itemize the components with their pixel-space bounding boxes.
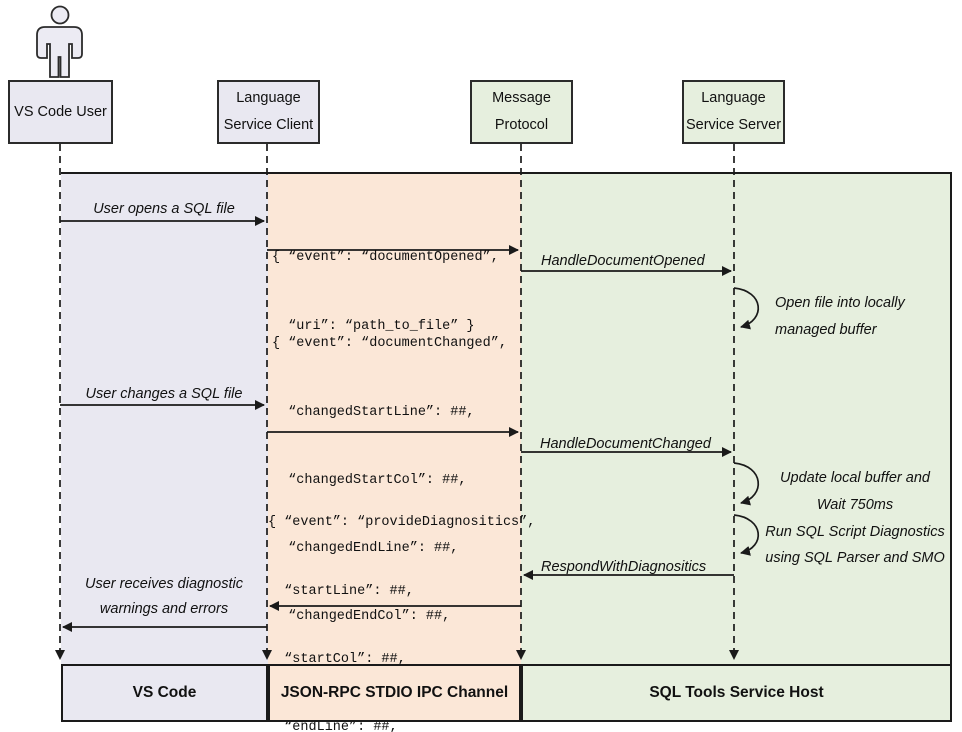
participant-label: Language: [236, 90, 301, 106]
note-update-buffer-line1: Update local buffer and: [780, 470, 930, 486]
self-loops: [733, 287, 759, 556]
label-handle-document-opened: HandleDocumentOpened: [541, 253, 705, 269]
note-open-file-line2: managed buffer: [775, 322, 877, 338]
participant-label: Protocol: [494, 117, 549, 133]
loop-update-buffer: [733, 462, 759, 506]
participant-box-user: VS Code User: [8, 80, 113, 144]
participant-label: Service Server: [685, 117, 782, 133]
note-open-file-line1: Open file into locally: [775, 295, 905, 311]
lane-service-host: [521, 172, 952, 664]
note-update-buffer-line2: Wait 750ms: [816, 497, 894, 513]
note-run-diagnostics-line2: using SQL Parser and SMO: [765, 550, 945, 566]
footer-label: VS Code: [132, 684, 197, 701]
lane-ipc-channel: [268, 172, 521, 664]
message-arrows: [60, 216, 734, 632]
label-respond-with-diagnostics: RespondWithDiagnositics: [541, 559, 707, 575]
participant-label: Message: [492, 90, 551, 106]
message-json-document-opened: { “event”: “documentOpened”, “uri”: “pat…: [272, 250, 499, 334]
label-handle-document-changed: HandleDocumentChanged: [540, 436, 711, 452]
participant-label: Language: [701, 90, 766, 106]
lane-vscode: [61, 172, 268, 664]
lifelines: [55, 144, 739, 660]
participant-box-protocol: Message Protocol: [470, 80, 573, 144]
participant-label: VS Code User: [14, 103, 107, 120]
label-user-receives-line1: User receives diagnostic: [85, 576, 243, 592]
loop-open-file: [733, 287, 759, 330]
participant-box-client: Language Service Client: [217, 80, 320, 144]
label-user-opens: User opens a SQL file: [93, 201, 235, 217]
user-actor-icon: [36, 5, 83, 78]
footer-label: SQL Tools Service Host: [649, 684, 824, 701]
note-run-diagnostics-line1: Run SQL Script Diagnostics: [765, 524, 945, 540]
loop-run-diagnostics: [733, 514, 759, 556]
message-json-provide-diagnostics: { “event”: “provideDiagnositics”, “start…: [268, 515, 536, 732]
footer-box-service-host: SQL Tools Service Host: [521, 664, 952, 722]
label-user-receives-line2: warnings and errors: [99, 601, 229, 617]
label-user-changes: User changes a SQL file: [85, 386, 243, 402]
participant-box-server: Language Service Server: [682, 80, 785, 144]
footer-box-vscode: VS Code: [61, 664, 268, 722]
footer-box-ipc-channel: JSON-RPC STDIO IPC Channel: [268, 664, 521, 722]
footer-label: JSON-RPC STDIO IPC Channel: [280, 684, 509, 701]
participant-label: Service Client: [223, 117, 314, 133]
